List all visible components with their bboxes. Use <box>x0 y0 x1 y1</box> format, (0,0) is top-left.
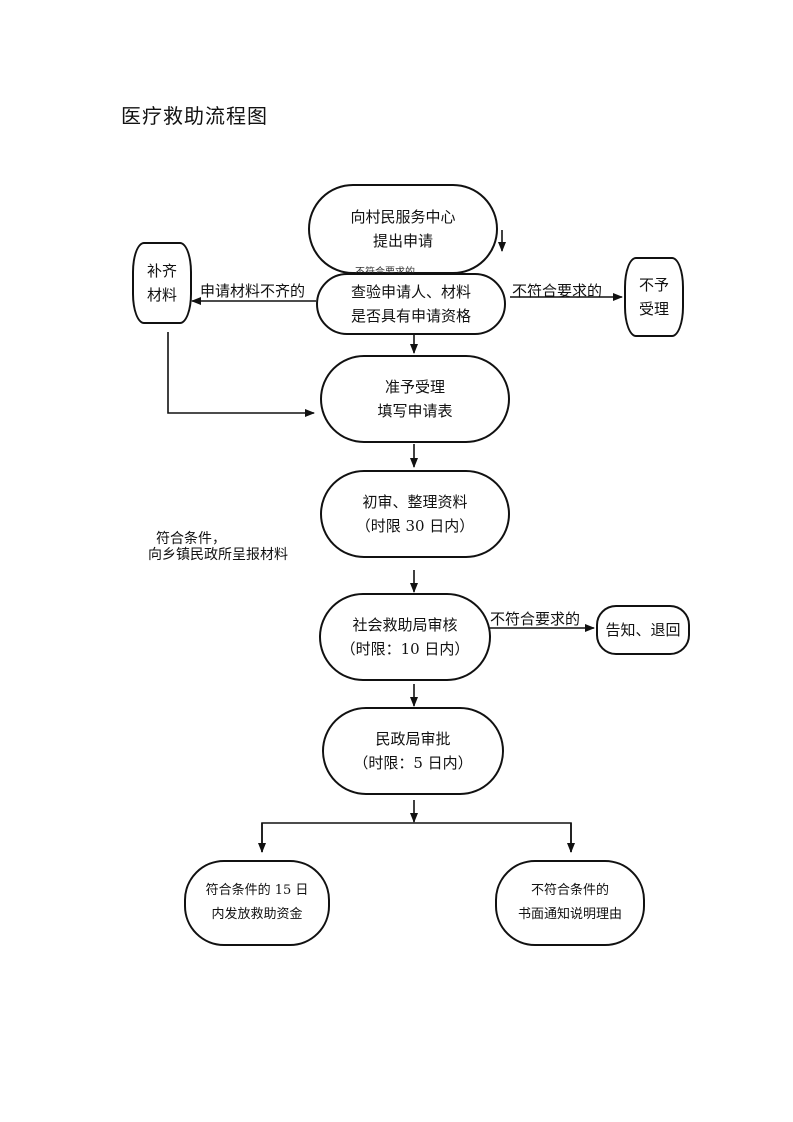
page-title: 医疗救助流程图 <box>121 104 268 128</box>
label-not-qualified-bureau: 不符合要求的 <box>490 610 581 628</box>
label-incomplete: 申请材料不齐的 <box>200 282 306 300</box>
node-accept: 准予受理 填写申请表 <box>320 355 510 443</box>
arrow-supplement-to-accept <box>167 332 315 417</box>
node-reject: 不予 受理 <box>624 257 684 337</box>
node-apply: 向村民服务中心 提出申请 <box>308 184 498 274</box>
node-check: 查验申请人、材料 是否具有申请资格 <box>316 273 506 335</box>
label-not-qualified-check: 不符合要求的 <box>512 282 603 300</box>
node-bureau-review: 社会救助局审核 （时限：10 日内） <box>319 593 491 681</box>
node-notify-return: 告知、退回 <box>596 605 690 655</box>
note-submit-to-township: 符合条件， 向乡镇民政所呈报材料 <box>148 531 288 563</box>
node-grant: 符合条件的 15 日 内发放救助资金 <box>184 860 330 946</box>
node-review: 初审、整理资料 （时限 30 日内） <box>320 470 510 558</box>
node-supplement: 补齐 材料 <box>132 242 192 324</box>
node-deny: 不符合条件的 书面通知说明理由 <box>495 860 645 946</box>
ghost-label-not-qualified: 不符合要求的 <box>355 263 415 278</box>
split-line <box>261 822 572 852</box>
node-approve: 民政局审批 （时限：5 日内） <box>322 707 504 795</box>
